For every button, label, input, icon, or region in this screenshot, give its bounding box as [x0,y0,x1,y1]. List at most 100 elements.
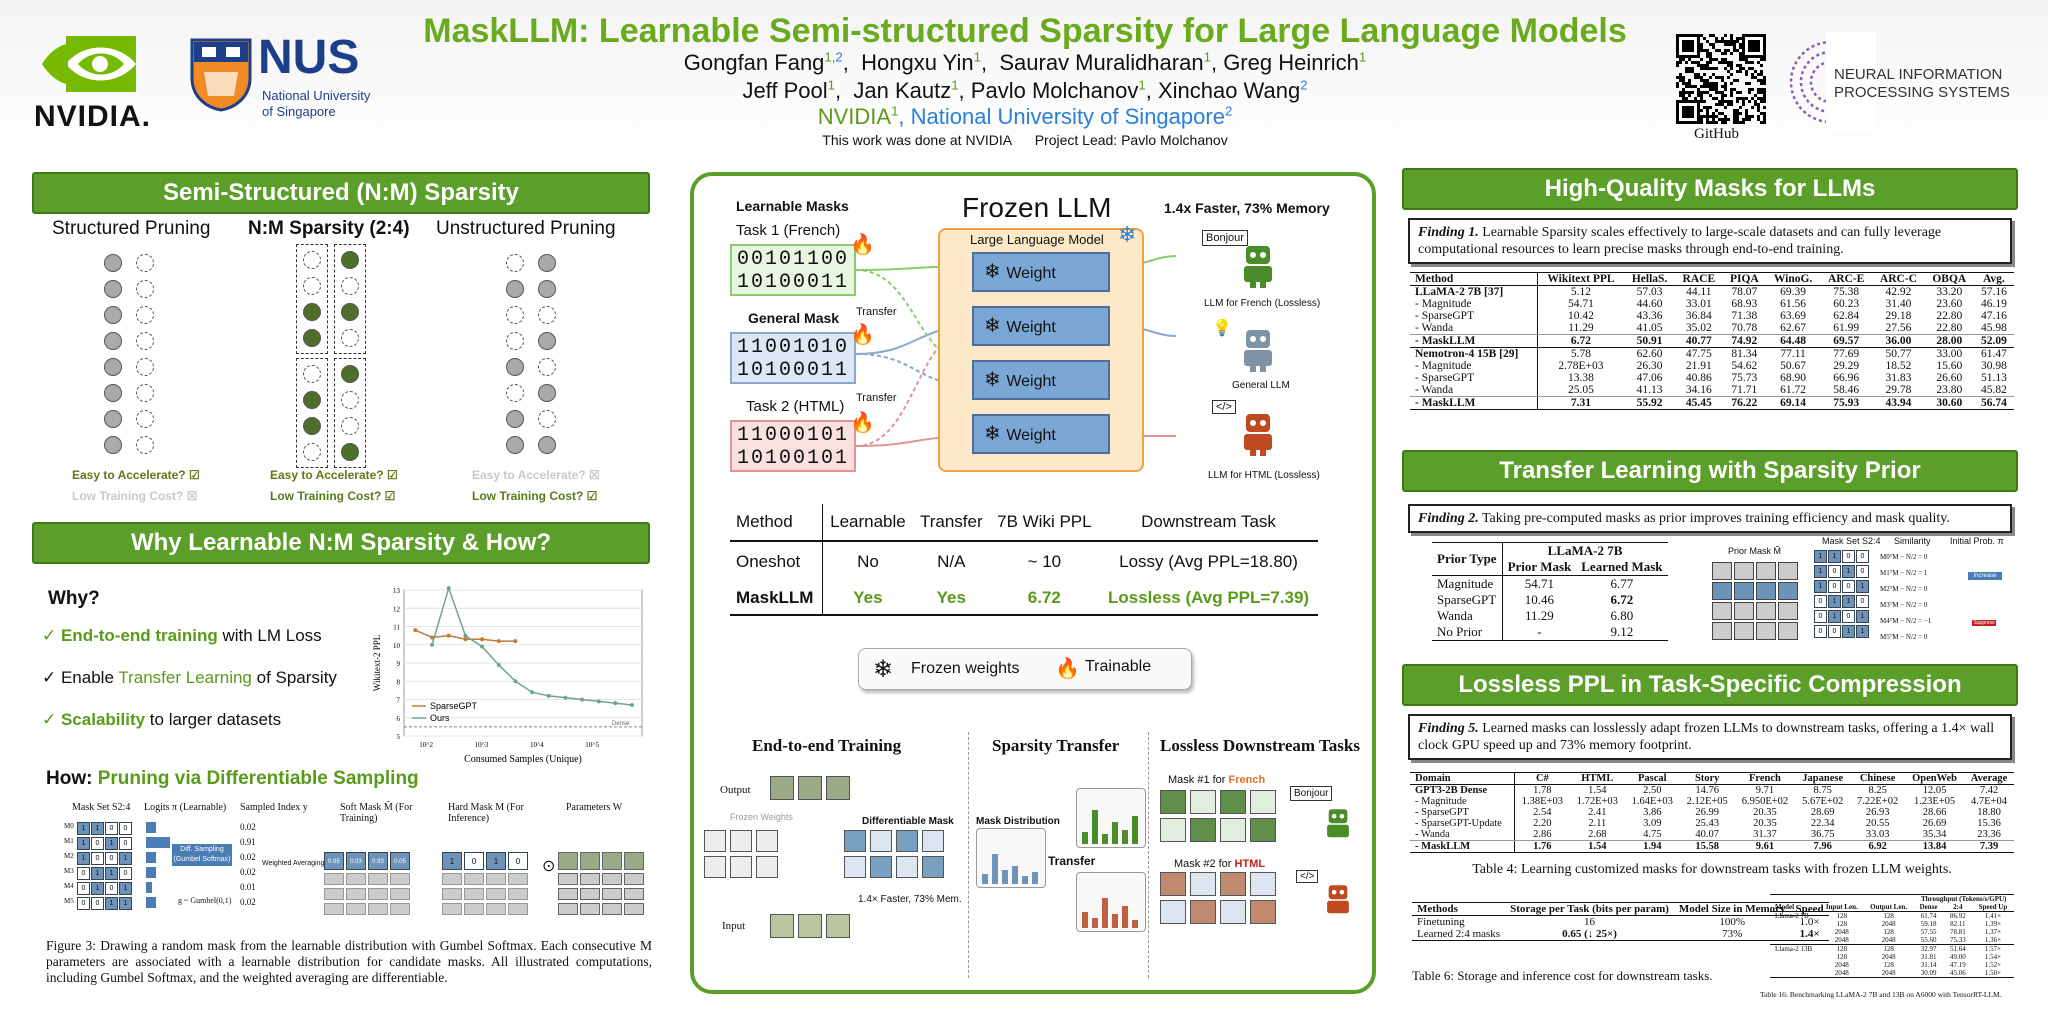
mask-bit: 0 [105,822,118,835]
grid-cell [442,873,462,885]
table-header-cell: WinoG. [1766,272,1821,286]
param-cell [602,873,622,885]
weight-block: ❄ Weight [972,414,1110,454]
similarity-value: M4ᵀM − N/2 = −1 [1880,617,1932,625]
mask-dist-bar [1022,876,1028,884]
mask-dist-bar [1002,870,1008,884]
mask1-block [1250,818,1276,842]
table-cell: 49.00 [1949,953,1966,961]
table-cell: 4.75 [1624,829,1680,841]
table-header-cell: ARC-E [1820,272,1873,286]
neurips-text-2: PROCESSING SYSTEMS [1834,84,2010,101]
similarity-value: M1ᵀM − N/2 = 1 [1880,569,1928,577]
table-cell: 77.69 [1833,348,1860,360]
faster-small-label: 1.4× Faster, 73% Mem. [858,894,962,905]
table-cell: 22.80 [1924,322,1974,335]
table-cell: 69.57 [1820,334,1873,348]
diff-sampling-box: Diff. Sampling (Gumbel Softmax) [172,844,232,866]
param-cell [602,888,622,900]
table-header-cell: OpenWeb [1905,772,1965,785]
table-cell: 6.950E+02 [1741,796,1789,807]
table-cell: 78.07 [1731,286,1758,298]
table-cell: 1.54× [1984,953,2002,961]
mask-bit: 0 [1856,595,1869,608]
table-cell: Llama-2 13B [1775,945,1813,953]
structured-dots [104,254,154,454]
table-header-cell: Method [1410,272,1538,286]
label-mask-set: Mask Set S2:4 [72,802,131,813]
transfer-label-2: Transfer [856,392,897,404]
table-cell: - MaskLLM [1410,840,1515,853]
x-tick-label: 10^5 [585,741,599,749]
table-cell: 3.09 [1643,818,1662,829]
finding-5: Finding 5. Learned masks can losslessly … [1408,714,2012,760]
table-cell: 1.37× [1984,928,2002,936]
table-cell: 66.96 [1833,372,1860,384]
table-cell: 4.7E+04 [1971,796,2007,807]
mask-bit: 0 [1842,550,1855,563]
table-cell: 76.22 [1722,396,1766,410]
table-header-cell: Learned Mask [1576,559,1668,576]
table-cell: - MaskLLM [1410,396,1538,410]
table-header-cell: Avg. [1973,272,2014,286]
table-cell: 100% [1719,916,1746,928]
table-cell [1770,920,1820,928]
table-cell: 54.71 [1524,576,1555,591]
y-tick-label: 13 [393,587,401,595]
snowflake-icon: ❄ [873,656,894,683]
table-cell: 128 [1836,945,1848,953]
table-cell: 31.81 [1920,953,1937,961]
mask-bit: 1 [91,867,104,880]
y-tick-label: 9 [397,660,401,668]
table-cell: - [1502,624,1577,641]
table-cell: 71.38 [1731,310,1758,322]
table-cell: 30.98 [1980,360,2007,372]
data-point [480,637,485,642]
table-cell: 36.84 [1685,310,1712,322]
neurips-logo-icon [1786,32,1876,132]
table-header-cell: Average [1964,772,2014,785]
table-cell: 5.67E+02 [1802,796,1844,807]
table-cell: 2.86 [1513,829,1570,841]
nus-wordmark: NUS [258,31,360,84]
grid-cell [368,903,388,915]
param-cell [602,903,622,915]
grid-cell [368,873,388,885]
table-cell: 61.56 [1780,298,1807,310]
param-cell [558,903,578,915]
table-cell: 1.94 [1624,840,1680,853]
frozen-block [704,856,726,878]
legend-box: ❄ Frozen weights 🔥 Trainable [858,648,1192,690]
output-block [826,776,850,800]
mask-dist-bar [982,874,988,884]
logit-bar [146,867,156,878]
soft-mask-row [324,903,410,915]
grid-cell [324,888,344,900]
html-dist-bar [1102,898,1108,928]
similarity-label: Similarity [1894,536,1931,546]
mask-bit: 1 [1842,625,1855,638]
table-cell: 1.41× [1984,912,2002,920]
html-tag-small-icon: </> [1296,870,1319,883]
table-cell: 28.66 [1922,807,1947,818]
param-cell [624,873,644,885]
table-cell: 128 [1883,945,1894,953]
table-header-cell: Domain [1410,772,1515,785]
table-cell: 1.39× [1984,920,2002,928]
table-header-cell: C# [1513,772,1570,785]
odot-operator: ⊙ [542,858,556,875]
table-cell: - Magnitude [1415,796,1467,807]
snowflake-icon: ❄ [984,423,1007,445]
mask1-block [1250,790,1276,814]
table-cell: 62.84 [1833,310,1860,322]
github-qr-code[interactable] [1676,34,1766,124]
data-point [480,644,485,649]
mask-bit: 0 [77,867,90,880]
label-parameters: Parameters W [566,802,623,813]
grid-cell [442,888,462,900]
